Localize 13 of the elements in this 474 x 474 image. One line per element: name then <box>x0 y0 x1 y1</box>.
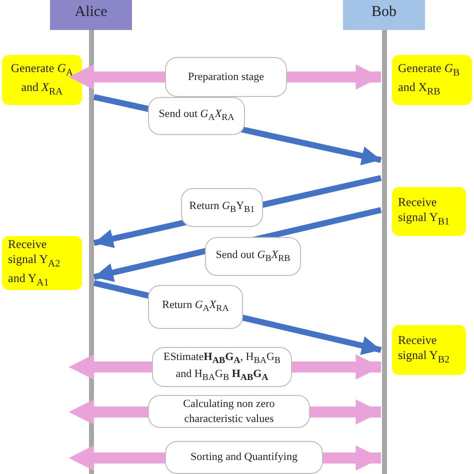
edge-label: Return G$_{B}$Y$_{B1}$ <box>181 188 263 227</box>
note-box: Receive signal Y$_{A2}$ and Y$_{A1}$ <box>2 236 82 290</box>
note-box: Generate G$_{B}$ and X$_{RB}$ <box>392 55 472 105</box>
edge-label: Send out G$_{B}$X$_{RB}$ <box>205 237 301 276</box>
edge-label: Send out G$_{A}$X$_{RA}$ <box>148 97 245 135</box>
note-box: Receive signal Y$_{B2}$ <box>392 325 466 375</box>
edge-label: EStimateH$_{AB}$G$_{A}$, H$_{BA}$G$_{B}$ and H$_{BA}$G$_{B}$ H$_{AB}$G$_{A}$ <box>152 347 292 387</box>
edge-label: Return G$_{A}$X$_{RA}$ <box>148 285 243 329</box>
edge-label: Sorting and Quantifying <box>165 441 323 474</box>
note-box: Receive signal Y$_{B1}$ <box>392 187 466 236</box>
note-box: Generate G$_{A}$ and X$_{RA}$ <box>2 55 82 105</box>
edge-label: Preparation stage <box>165 57 287 97</box>
edge-label: Calculating non zero characteristic values <box>148 395 310 428</box>
